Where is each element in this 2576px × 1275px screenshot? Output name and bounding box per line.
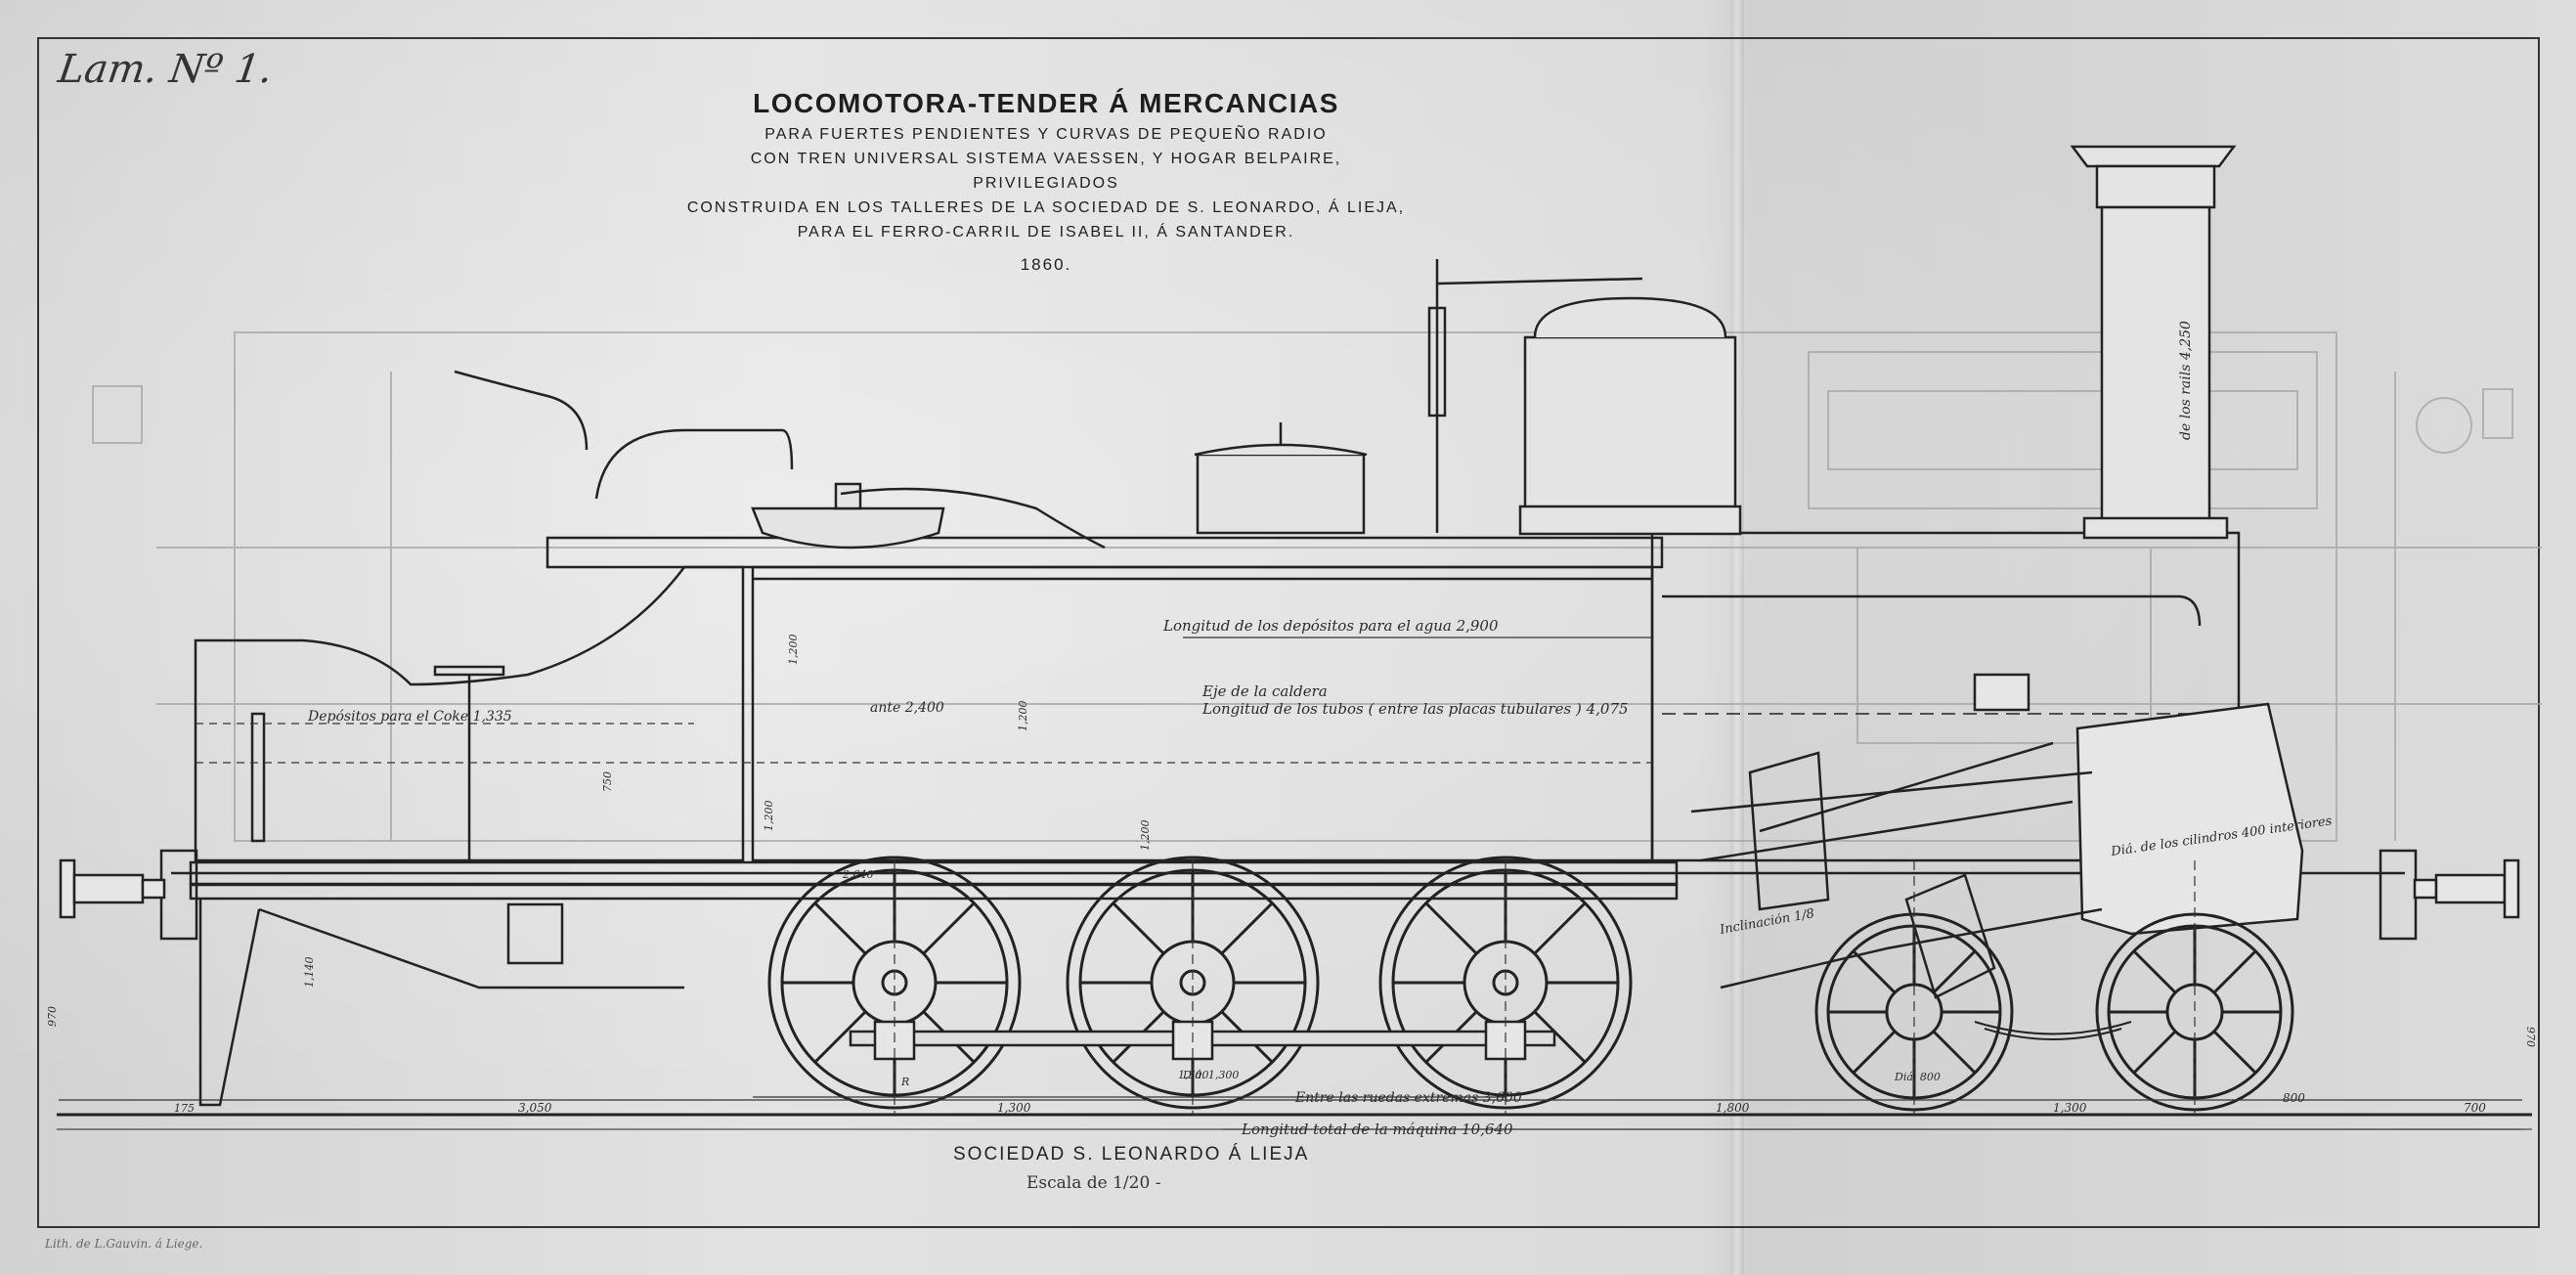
boiler bbox=[1650, 531, 2241, 862]
leaf-spring bbox=[1974, 1021, 2132, 1040]
dimension-value: 750 bbox=[601, 771, 614, 792]
wheel-label: Diá. 800 bbox=[1894, 1071, 1941, 1083]
dimension-value: 1,200 bbox=[1139, 820, 1152, 852]
printer-credit: Lith. de L.Gauvin. á Liege. bbox=[45, 1237, 203, 1251]
rear-buffer bbox=[59, 858, 166, 919]
dimension-value: 1,140 bbox=[303, 957, 316, 989]
front-buffer bbox=[2413, 858, 2520, 919]
ante-label: ante 2,400 bbox=[870, 700, 944, 716]
subtitle-line: CONSTRUIDA EN LOS TALLERES DE LA SOCIEDA… bbox=[686, 199, 1406, 216]
drawing-border bbox=[37, 37, 2540, 1228]
dimension-value: 700 bbox=[2464, 1101, 2486, 1115]
dimension-value: 1,300 bbox=[1178, 1069, 1209, 1081]
subtitle-line: PARA FUERTES PENDIENTES Y CURVAS DE PEQU… bbox=[764, 126, 1328, 143]
between-wheels-label: Entre las ruedas extremas 3,600 bbox=[1294, 1090, 1522, 1106]
dimension-value: 1,200 bbox=[1017, 701, 1029, 732]
wheel-label: R bbox=[900, 1076, 909, 1088]
dimension-value: 970 bbox=[46, 1006, 59, 1027]
wheel-label: Diá. 1,300 bbox=[1182, 1069, 1239, 1081]
sand-box bbox=[1194, 422, 1368, 535]
tank-length-label: Longitud de los depósitos para el agua 2… bbox=[1162, 617, 1499, 635]
subtitle-line: PRIVILEGIADOS bbox=[973, 175, 1119, 192]
dimension-value: 175 bbox=[174, 1102, 195, 1115]
subtitle-line: CON TREN UNIVERSAL SISTEMA VAESSEN, Y HO… bbox=[750, 151, 1342, 167]
total-length-label: Longitud total de la máquina 10,640 bbox=[1241, 1121, 1513, 1138]
dimension-value: 970 bbox=[2524, 1027, 2537, 1047]
safety-valve bbox=[751, 482, 945, 550]
dimension-value: 2,640 bbox=[842, 868, 874, 881]
steam-pipes bbox=[454, 259, 2202, 627]
ghost-drawing bbox=[92, 331, 2542, 842]
chimney bbox=[2070, 145, 2237, 540]
dimension-value: 1,200 bbox=[787, 635, 800, 666]
rails-label: de los rails 4,250 bbox=[2178, 321, 2194, 440]
cylinder bbox=[1973, 673, 2304, 936]
dimension-value: 1,300 bbox=[997, 1101, 1031, 1115]
main-title: LOCOMOTORA-TENDER Á MERCANCIAS bbox=[753, 88, 1339, 118]
title-year: 1860. bbox=[1020, 255, 1072, 274]
steam-dome bbox=[1518, 296, 1742, 536]
dimension-value: 1,300 bbox=[2053, 1101, 2087, 1115]
company-caption: SOCIEDAD S. LEONARDO Á LIEJA bbox=[953, 1144, 1310, 1165]
main-frame bbox=[159, 849, 2418, 941]
inclination-label: Inclinación 1/8 bbox=[1718, 906, 1815, 938]
rear-frame bbox=[198, 900, 684, 1107]
scale-caption: Escala de 1/20 - bbox=[1026, 1173, 1161, 1193]
subtitle-line: PARA EL FERRO-CARRIL DE ISABEL II, Á SAN… bbox=[797, 224, 1295, 241]
title-block: LOCOMOTORA-TENDER Á MERCANCIAS PARA FUER… bbox=[635, 88, 1457, 275]
water-tank bbox=[546, 536, 1664, 862]
boiler-axis-label: Eje de la caldera bbox=[1201, 682, 1328, 700]
dimension-value: 3,050 bbox=[518, 1101, 552, 1115]
valve-gear bbox=[1690, 741, 2103, 999]
paper-fold bbox=[1730, 0, 1744, 1275]
coke-bunker bbox=[194, 565, 745, 862]
tubes-length-label: Longitud de los tubos ( entre las placas… bbox=[1201, 700, 1629, 718]
dimension-lines bbox=[59, 637, 2522, 1130]
dimension-value: 1,200 bbox=[763, 801, 775, 832]
coke-label: Depósitos para el Coke 1,335 bbox=[307, 709, 512, 725]
dimension-value: 800 bbox=[2283, 1091, 2305, 1105]
dimension-value: 1,800 bbox=[1716, 1101, 1750, 1115]
